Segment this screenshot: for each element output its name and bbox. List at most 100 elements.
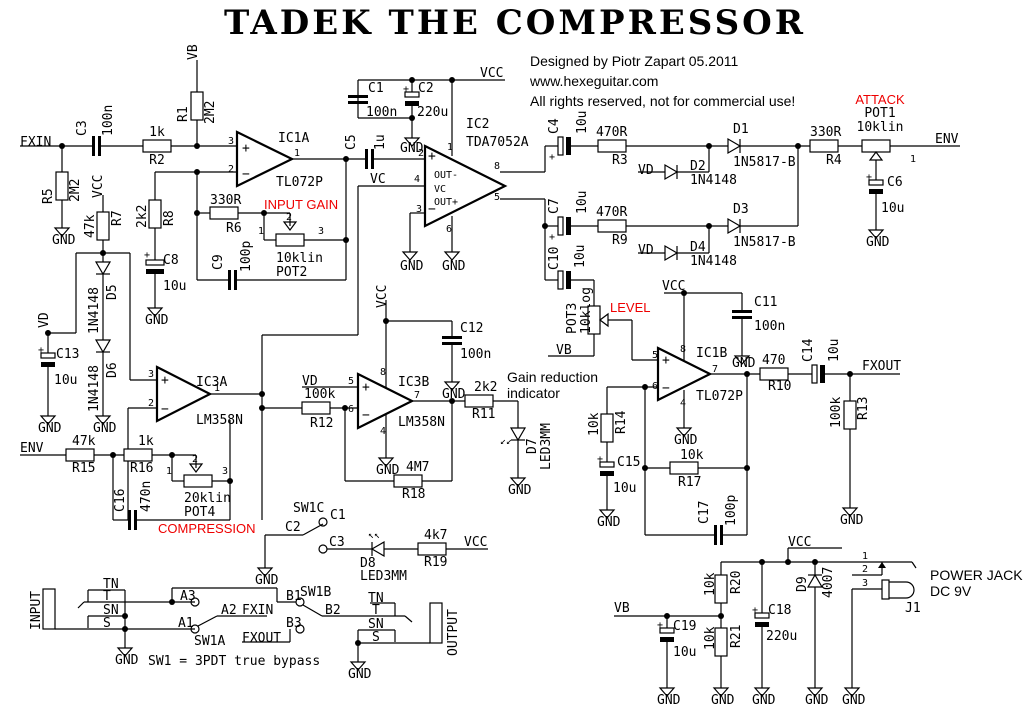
sw-pin-a2: A2	[221, 603, 237, 618]
r16-label: R16	[130, 461, 153, 476]
c19-label: C19	[673, 619, 696, 634]
gnd-label: GND	[348, 667, 372, 682]
svg-text:1: 1	[166, 466, 172, 477]
r21-value: 10k	[703, 626, 718, 650]
c18-value: 220u	[766, 629, 797, 644]
net-vcc: VCC	[662, 279, 685, 294]
bypass-switching: INPUT TN T SN S GND A3 A1 SW1A A2 FXIN F…	[29, 577, 461, 682]
sw-pin-c2: C2	[285, 520, 301, 535]
r12	[301, 401, 331, 415]
svg-text:4: 4	[380, 426, 386, 437]
net-vc: VC	[370, 172, 386, 187]
r11-value: 2k2	[474, 380, 497, 395]
input-s: S	[103, 616, 111, 631]
c9-value: 100p	[239, 241, 254, 272]
title: TADEK THE COMPRESSOR	[224, 3, 806, 43]
attack-label: ATTACK	[855, 92, 905, 107]
svg-text:−: −	[242, 167, 250, 182]
c1-value: 100n	[366, 105, 397, 120]
r10-value: 470	[762, 353, 785, 368]
c4-value: 10u	[575, 111, 590, 134]
sw-pin-c3: C3	[329, 535, 345, 550]
c13-value: 10u	[54, 373, 77, 388]
power-jack-label: POWER JACK	[930, 567, 1023, 583]
r3-value: 470R	[596, 125, 627, 140]
credits-rights: All rights reserved, not for commercial …	[530, 93, 795, 109]
r8-label: R8	[162, 210, 177, 226]
r2-label: R2	[149, 153, 165, 168]
c11-label: C11	[754, 295, 777, 310]
gnd-label: GND	[508, 483, 532, 498]
gnd-label: GND	[866, 235, 890, 250]
r11	[464, 394, 494, 408]
r15	[65, 448, 95, 462]
c8-value: 10u	[163, 279, 186, 294]
c18-label: C18	[768, 603, 791, 618]
svg-text:5: 5	[652, 350, 658, 361]
c10-label: C10	[547, 247, 562, 270]
net-vcc: VCC	[480, 66, 503, 81]
gnd-label: GND	[674, 433, 698, 448]
r18-label: R18	[402, 487, 425, 502]
d2-label: D2	[690, 159, 706, 174]
ic3a-label: IC3A	[196, 375, 227, 390]
d4-label: D4	[690, 240, 706, 255]
svg-text:+: +	[362, 380, 370, 395]
d3-value: 1N5817-B	[733, 235, 796, 250]
gnd-label: GND	[657, 693, 681, 708]
d4-value: 1N4148	[690, 254, 737, 269]
svg-text:3: 3	[228, 136, 234, 147]
c1-label: C1	[368, 81, 384, 96]
gnd-label: GND	[255, 573, 279, 588]
r19	[417, 542, 447, 556]
r19-label: R19	[424, 555, 447, 570]
net-vcc: VCC	[788, 535, 811, 550]
svg-text:4: 4	[414, 174, 420, 185]
r3-label: R3	[612, 153, 628, 168]
svg-text:1: 1	[214, 383, 220, 394]
svg-text:3: 3	[416, 204, 422, 215]
pot4-value: 20klin	[184, 491, 231, 506]
output-jack	[429, 602, 443, 644]
svg-text:8: 8	[380, 367, 386, 378]
ic2-pin-out-minus: OUT-	[434, 170, 458, 181]
d1-value: 1N5817-B	[733, 155, 796, 170]
r15-value: 47k	[72, 434, 96, 449]
c6-label: C6	[887, 175, 903, 190]
output-tn: TN	[368, 591, 384, 606]
svg-text:2: 2	[228, 164, 234, 175]
svg-text:+: +	[403, 84, 409, 95]
ic3-detector: VD + C13 10u GND VCC 47k R7 GND 1N4148 D…	[37, 175, 598, 520]
r17-value: 10k	[680, 448, 704, 463]
svg-text:+: +	[144, 250, 150, 261]
power-jack	[881, 579, 890, 600]
svg-text:5: 5	[494, 192, 500, 203]
net-fxin: FXIN	[242, 603, 273, 618]
power-supply: VCC 10k R20 10k R21 GND VB + C19 10u GND…	[614, 535, 1023, 708]
power-jack-rating: DC 9V	[930, 583, 972, 599]
input-stage: FXIN C3 100n 1k R2 VB R1 2M2 GND R5 2M2	[20, 44, 237, 248]
c7-value: 10u	[575, 191, 590, 214]
svg-text:+: +	[657, 620, 663, 631]
c15-label: C15	[617, 455, 640, 470]
pot3-value: 10klog	[579, 287, 594, 334]
svg-text:1: 1	[258, 226, 264, 237]
sw1a-label: SW1A	[194, 634, 225, 649]
gnd-label: GND	[711, 693, 735, 708]
gnd-label: GND	[400, 141, 424, 156]
d5-label: D5	[105, 284, 120, 300]
r13-label: R13	[856, 397, 871, 420]
gain-reduction-label: Gain reduction	[507, 369, 598, 385]
gnd-label: GND	[840, 513, 864, 528]
c14-value: 10u	[827, 339, 842, 362]
c12-value: 100n	[460, 347, 491, 362]
sw1b-label: SW1B	[300, 585, 331, 600]
svg-text:+: +	[38, 345, 44, 356]
gnd-label: GND	[752, 693, 776, 708]
svg-text:3: 3	[318, 226, 324, 237]
svg-text:7: 7	[414, 390, 420, 401]
pot4-label: POT4	[184, 505, 215, 520]
svg-text:+: +	[752, 605, 758, 616]
r16	[123, 448, 153, 462]
ic2-pin-vc: VC	[434, 184, 446, 195]
